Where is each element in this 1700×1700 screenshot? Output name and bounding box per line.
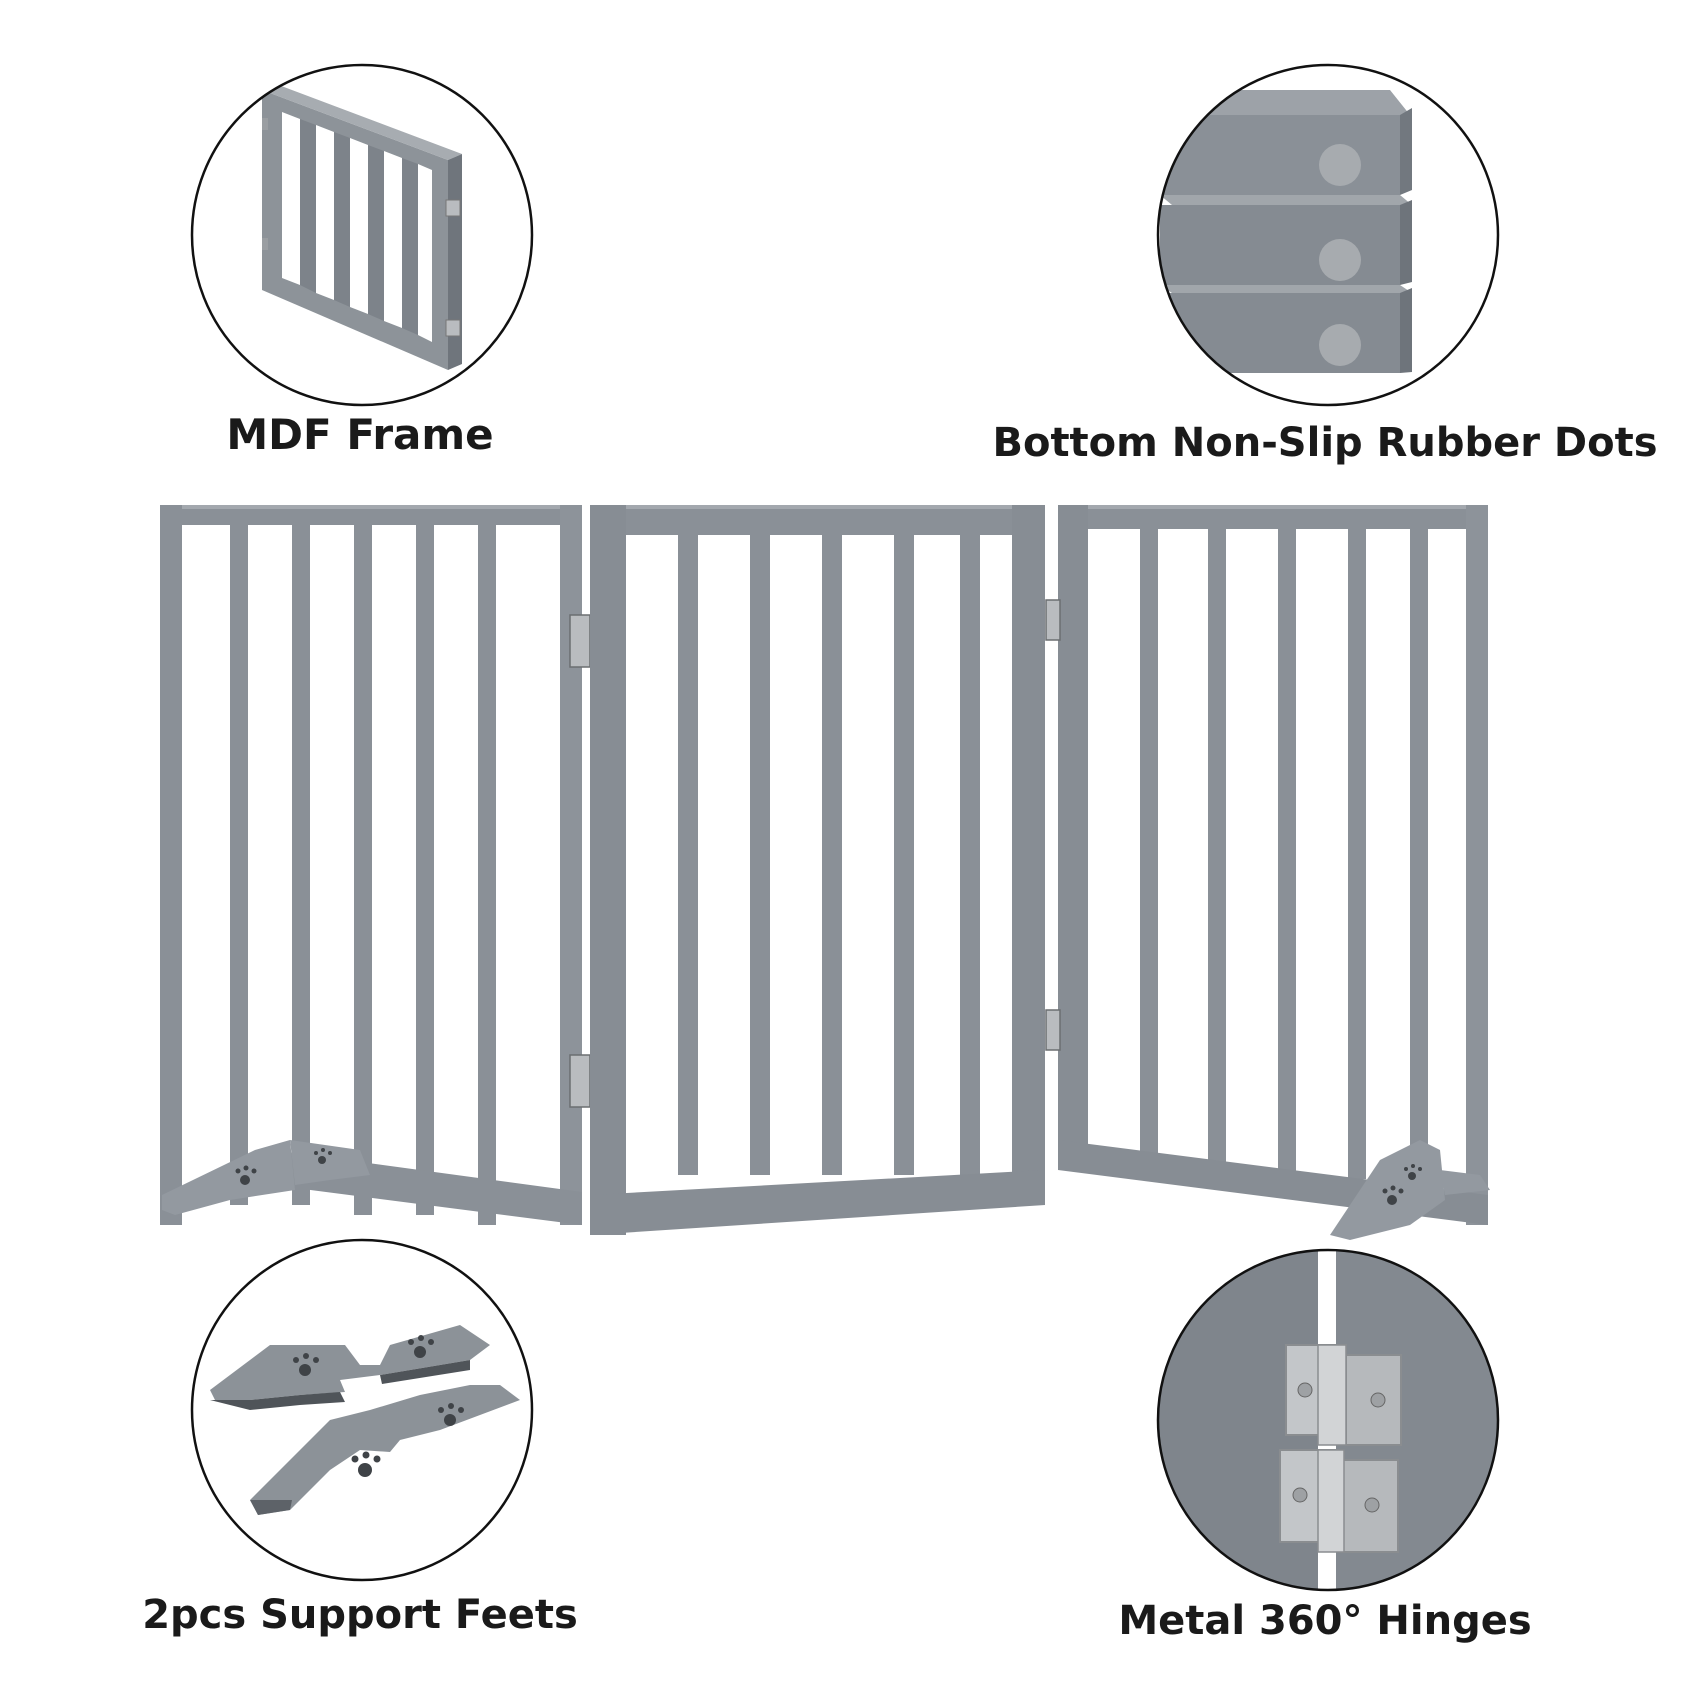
gate-right-panel <box>1045 505 1490 1240</box>
support-feet-callout <box>190 1238 534 1582</box>
gate-middle-panel <box>590 505 1045 1235</box>
rubber-dots-callout <box>1156 63 1500 407</box>
support-feet-circle-outline <box>190 1238 534 1582</box>
right-lower-hinge-icon <box>1045 1009 1061 1051</box>
rubber-dots-label: Bottom Non-Slip Rubber Dots <box>992 420 1658 466</box>
right-foot-paw-icon <box>1382 1164 1422 1205</box>
hinges-circle-outline <box>1156 1248 1500 1592</box>
rubber-dots-closeup-icon <box>1160 90 1412 373</box>
mdf-frame-label: MDF Frame <box>226 410 494 459</box>
support-feet-label: 2pcs Support Feets <box>142 1592 578 1638</box>
hinges-label: Metal 360° Hinges <box>1118 1598 1532 1644</box>
hinges-closeup-icon <box>1158 1250 1498 1590</box>
mdf-frame-callout <box>190 63 534 407</box>
gate-left-panel <box>160 505 591 1225</box>
rubber-dots-circle-outline <box>1156 63 1500 407</box>
right-upper-hinge-icon <box>1045 599 1061 641</box>
left-foot-paw-icon <box>235 1148 332 1185</box>
hinges-callout <box>1156 1248 1500 1592</box>
support-feet-closeup-icon <box>210 1325 520 1515</box>
left-lower-hinge-icon <box>569 1054 591 1108</box>
pet-gate-illustration <box>160 505 1490 1240</box>
mdf-frame-closeup-icon <box>262 84 462 370</box>
left-upper-hinge-icon <box>569 614 591 668</box>
mdf-frame-circle-outline <box>190 63 534 407</box>
